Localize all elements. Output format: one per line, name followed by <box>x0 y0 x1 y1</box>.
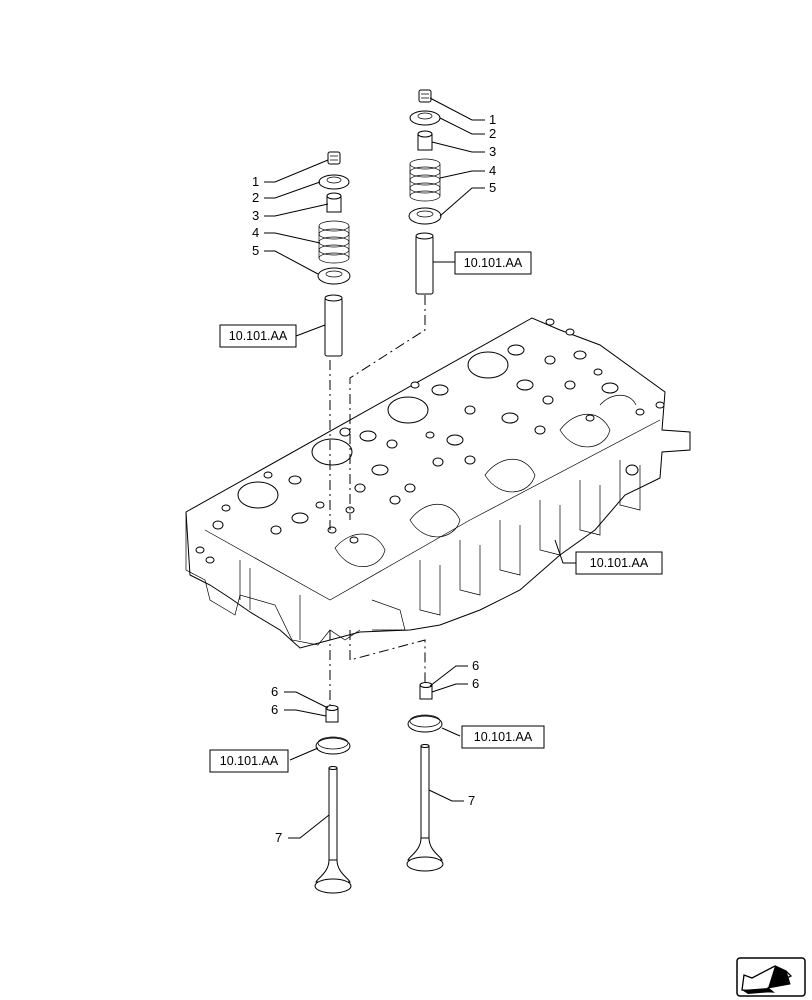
spring-retainer-left <box>318 174 350 190</box>
callout-1-right: 1 <box>489 112 496 127</box>
ref-label-guide-left: 10.101.AA <box>229 329 288 343</box>
lower-parts-right <box>406 682 444 872</box>
ref-box-guide-right[interactable]: 10.101.AA <box>454 251 532 275</box>
arrow-icon[interactable] <box>736 957 806 997</box>
valve-right <box>406 744 444 872</box>
spring-retainer-right <box>409 110 441 126</box>
callout-6-left-a: 6 <box>271 684 278 699</box>
valve-guide-left <box>324 294 343 357</box>
ref-label-cylinder-head: 10.101.AA <box>590 556 649 570</box>
callout-7-left: 7 <box>275 830 282 845</box>
valve-seat-insert-left <box>315 736 351 755</box>
valve-assembly-left <box>317 151 351 357</box>
valve-assembly-right <box>408 89 442 295</box>
valve-stem-seal-right <box>417 130 433 151</box>
callout-6-right-b: 6 <box>472 676 479 691</box>
callout-4-right: 4 <box>489 163 496 178</box>
spring-seat-right <box>408 207 442 225</box>
callout-7-right: 7 <box>468 793 475 808</box>
callout-numbers: 1 2 3 4 5 1 2 3 4 5 6 6 6 6 7 7 <box>252 112 496 845</box>
valve-spring-right <box>409 158 441 202</box>
keeper-lower-right <box>419 682 433 700</box>
callout-2-right: 2 <box>489 126 496 141</box>
callout-5-left: 5 <box>252 243 259 258</box>
valve-stem-seal-left <box>326 192 342 213</box>
valve-spring-left <box>318 220 350 264</box>
valve-keeper-left <box>327 151 341 165</box>
ref-box-seal-right[interactable]: 10.101.AA <box>461 725 545 749</box>
ref-box-guide-left[interactable]: 10.101.AA <box>219 324 297 348</box>
spring-seat-left <box>317 267 351 285</box>
callout-5-right: 5 <box>489 180 496 195</box>
cylinder-head <box>185 317 691 649</box>
callout-3-left: 3 <box>252 208 259 223</box>
ref-label-guide-right: 10.101.AA <box>464 256 523 270</box>
callout-6-right-a: 6 <box>472 658 479 673</box>
callout-4-left: 4 <box>252 225 259 240</box>
leader-lines <box>264 97 576 839</box>
valve-left <box>314 766 352 894</box>
callout-1-left: 1 <box>252 174 259 189</box>
ref-label-seal-right: 10.101.AA <box>474 730 533 744</box>
ref-box-seal-left[interactable]: 10.101.AA <box>209 749 289 773</box>
keeper-lower-left <box>325 705 339 723</box>
valve-guide-right <box>415 232 434 295</box>
callout-2-left: 2 <box>252 190 259 205</box>
callout-3-right: 3 <box>489 144 496 159</box>
lower-parts-left <box>314 705 352 894</box>
assembly-centerlines <box>329 295 426 705</box>
ref-box-cylinder-head[interactable]: 10.101.AA <box>575 551 663 575</box>
valve-keeper-right <box>418 89 432 103</box>
ref-label-seal-left: 10.101.AA <box>220 754 279 768</box>
callout-6-left-b: 6 <box>271 702 278 717</box>
valve-seat-insert-right <box>407 714 443 733</box>
